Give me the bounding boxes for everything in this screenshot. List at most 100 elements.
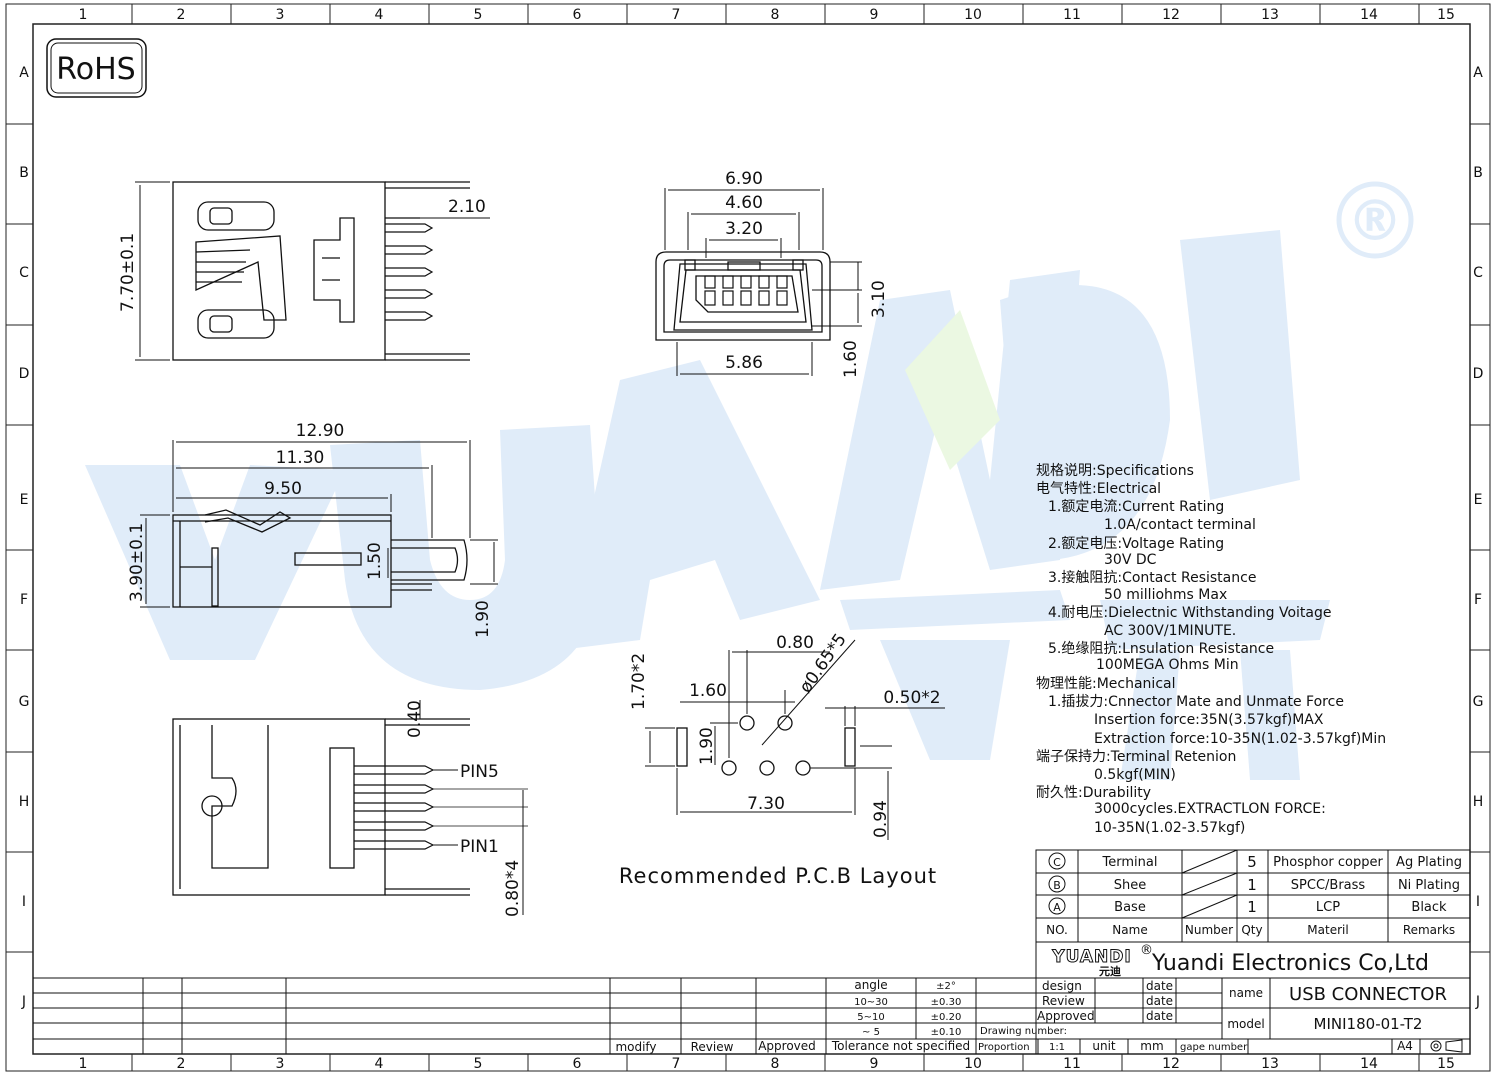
frame-col-label-top: 14 — [1360, 7, 1378, 23]
bom-row-remarks: Ni Plating — [1398, 878, 1460, 893]
title-logo-cn: 元迪 — [1099, 964, 1121, 978]
pcb-layout — [645, 639, 945, 840]
bottom-view-pin — [354, 802, 435, 812]
side-dim-150: 1.50 — [365, 542, 385, 580]
frame-col-label-bottom: 15 — [1437, 1056, 1455, 1072]
spec-line: 规格说明:Specifications — [1036, 463, 1194, 479]
title-logo-text: YUANDI — [1051, 947, 1131, 967]
bottom-pitch-dim: 0.80*4 — [503, 860, 523, 917]
company-name: Yuandi Electronics Co,Ltd — [1151, 951, 1429, 976]
bottom-view-pin — [354, 821, 435, 831]
frame-col-label-bottom: 14 — [1360, 1056, 1378, 1072]
tb-date-1: date — [1146, 979, 1173, 993]
tb-proportion: Proportion — [978, 1042, 1030, 1053]
bom-row-qty: 1 — [1247, 876, 1257, 894]
tb-sheet-size: A4 — [1397, 1039, 1413, 1053]
spec-line: 物理性能:Mechanical — [1036, 676, 1176, 692]
bottom-view-pin — [354, 840, 435, 850]
spec-line: AC 300V/1MINUTE. — [1104, 623, 1236, 639]
title-logo-registered: ® — [1140, 943, 1153, 958]
front-view-contact-bottom — [740, 290, 752, 306]
spec-line: 50 milliohms Max — [1104, 587, 1227, 603]
frame-col-label-top: 1 — [79, 7, 88, 23]
frame-col-label-bottom: 12 — [1162, 1056, 1180, 1072]
bom-header-remarks: Remarks — [1403, 923, 1455, 937]
front-dim-460: 4.60 — [725, 193, 763, 213]
bom-row-material: LCP — [1316, 900, 1340, 915]
frame-col-label-top: 8 — [771, 7, 780, 23]
front-view-contact-bottom — [722, 290, 734, 306]
spec-line: 30V DC — [1104, 552, 1157, 568]
tol-range-3: ~ 5 — [862, 1027, 880, 1038]
front-view-contact-bottom — [776, 290, 788, 306]
tb-review: Review — [1042, 994, 1085, 1008]
frame-row-label-right: B — [1473, 165, 1483, 181]
front-dim-690: 6.90 — [725, 169, 763, 189]
frame-row-label-right: J — [1475, 994, 1480, 1010]
side-view — [140, 440, 498, 608]
frame-row-label-left: I — [22, 894, 26, 910]
frame-col-label-top: 5 — [474, 7, 483, 23]
frame-row-label-right: F — [1474, 592, 1482, 608]
frame-row-label-left: D — [19, 366, 30, 382]
spec-line: 3000cycles.EXTRACTLON FORCE: — [1094, 801, 1326, 817]
front-view — [655, 188, 862, 376]
front-view-contact-bottom — [704, 290, 716, 306]
bom-header: NO. Name Number Qty Materil Remarks — [1046, 923, 1455, 937]
tol-range-2: 5~10 — [857, 1012, 884, 1023]
frame-ticks — [6, 4, 1490, 1071]
top-width-dim: 7.70±0.1 — [118, 233, 138, 312]
tol-angle: angle — [854, 978, 887, 992]
tb-name-value: USB CONNECTOR — [1289, 984, 1447, 1005]
frame-col-label-top: 12 — [1162, 7, 1180, 23]
frame-row-label-right: C — [1473, 265, 1483, 281]
pcb-dim-094: 0.94 — [871, 800, 891, 838]
tb-model-value: MINI180-01-T2 — [1314, 1015, 1423, 1033]
top-view-pin — [385, 245, 434, 255]
spec-line: 0.5kgf(MIN) — [1094, 767, 1176, 783]
front-view-contact-top — [776, 275, 788, 289]
frame-col-label-top: 4 — [375, 7, 384, 23]
tb-date-2: date — [1146, 994, 1173, 1008]
bom-row-no: A — [1053, 901, 1061, 914]
front-dim-160: 1.60 — [841, 340, 861, 378]
frame-col-label-top: 3 — [276, 7, 285, 23]
tol-range-2-val: ±0.20 — [931, 1012, 962, 1023]
front-view-contact-top — [722, 275, 734, 289]
frame-row-label-left: J — [21, 994, 26, 1010]
pcb-dim-160: 1.60 — [689, 681, 727, 701]
front-view-contact-top — [758, 275, 770, 289]
bom-header-qty: Qty — [1241, 923, 1262, 937]
frame-row-label-left: G — [19, 694, 30, 710]
frame-col-label-bottom: 10 — [964, 1056, 982, 1072]
bom-row-qty: 1 — [1247, 898, 1257, 916]
pcb-dim-080: 0.80 — [776, 633, 814, 653]
frame-row-label-left: B — [19, 165, 29, 181]
tol-angle-val: ±2° — [936, 981, 956, 992]
front-view-contact-top — [704, 275, 716, 289]
tb-mm: mm — [1140, 1039, 1163, 1053]
title-logo: YUANDI 元迪 ® — [1051, 943, 1153, 978]
tb-page-number: gape number — [1180, 1042, 1248, 1053]
frame-col-label-bottom: 11 — [1063, 1056, 1081, 1072]
bom-row-qty: 5 — [1247, 853, 1257, 871]
bottom-view-pin — [354, 784, 435, 794]
frame-row-label-left: H — [19, 794, 30, 810]
frame-col-label-top: 10 — [964, 7, 982, 23]
side-dim-390: 3.90±0.1 — [127, 523, 147, 602]
frame-col-label-top: 15 — [1437, 7, 1455, 23]
frame-col-label-bottom: 4 — [375, 1056, 384, 1072]
tb-unit: unit — [1092, 1039, 1116, 1053]
spec-line: 5.绝缘阻抗:Lnsulation Resistance — [1048, 641, 1274, 657]
top-pin-dim: 2.10 — [448, 197, 486, 217]
drawing-frame — [5, 3, 1491, 1072]
pcb-title: Recommended P.C.B Layout — [619, 864, 937, 888]
side-dim-950: 9.50 — [264, 479, 302, 499]
watermark: ® — [85, 181, 1414, 780]
pcb-dim-170: 1.70*2 — [629, 653, 649, 710]
frame-labels: 1122334455667788991010111112121313141415… — [19, 7, 1484, 1072]
tol-range-1-val: ±0.30 — [931, 997, 962, 1008]
frame-row-label-right: E — [1474, 492, 1483, 508]
